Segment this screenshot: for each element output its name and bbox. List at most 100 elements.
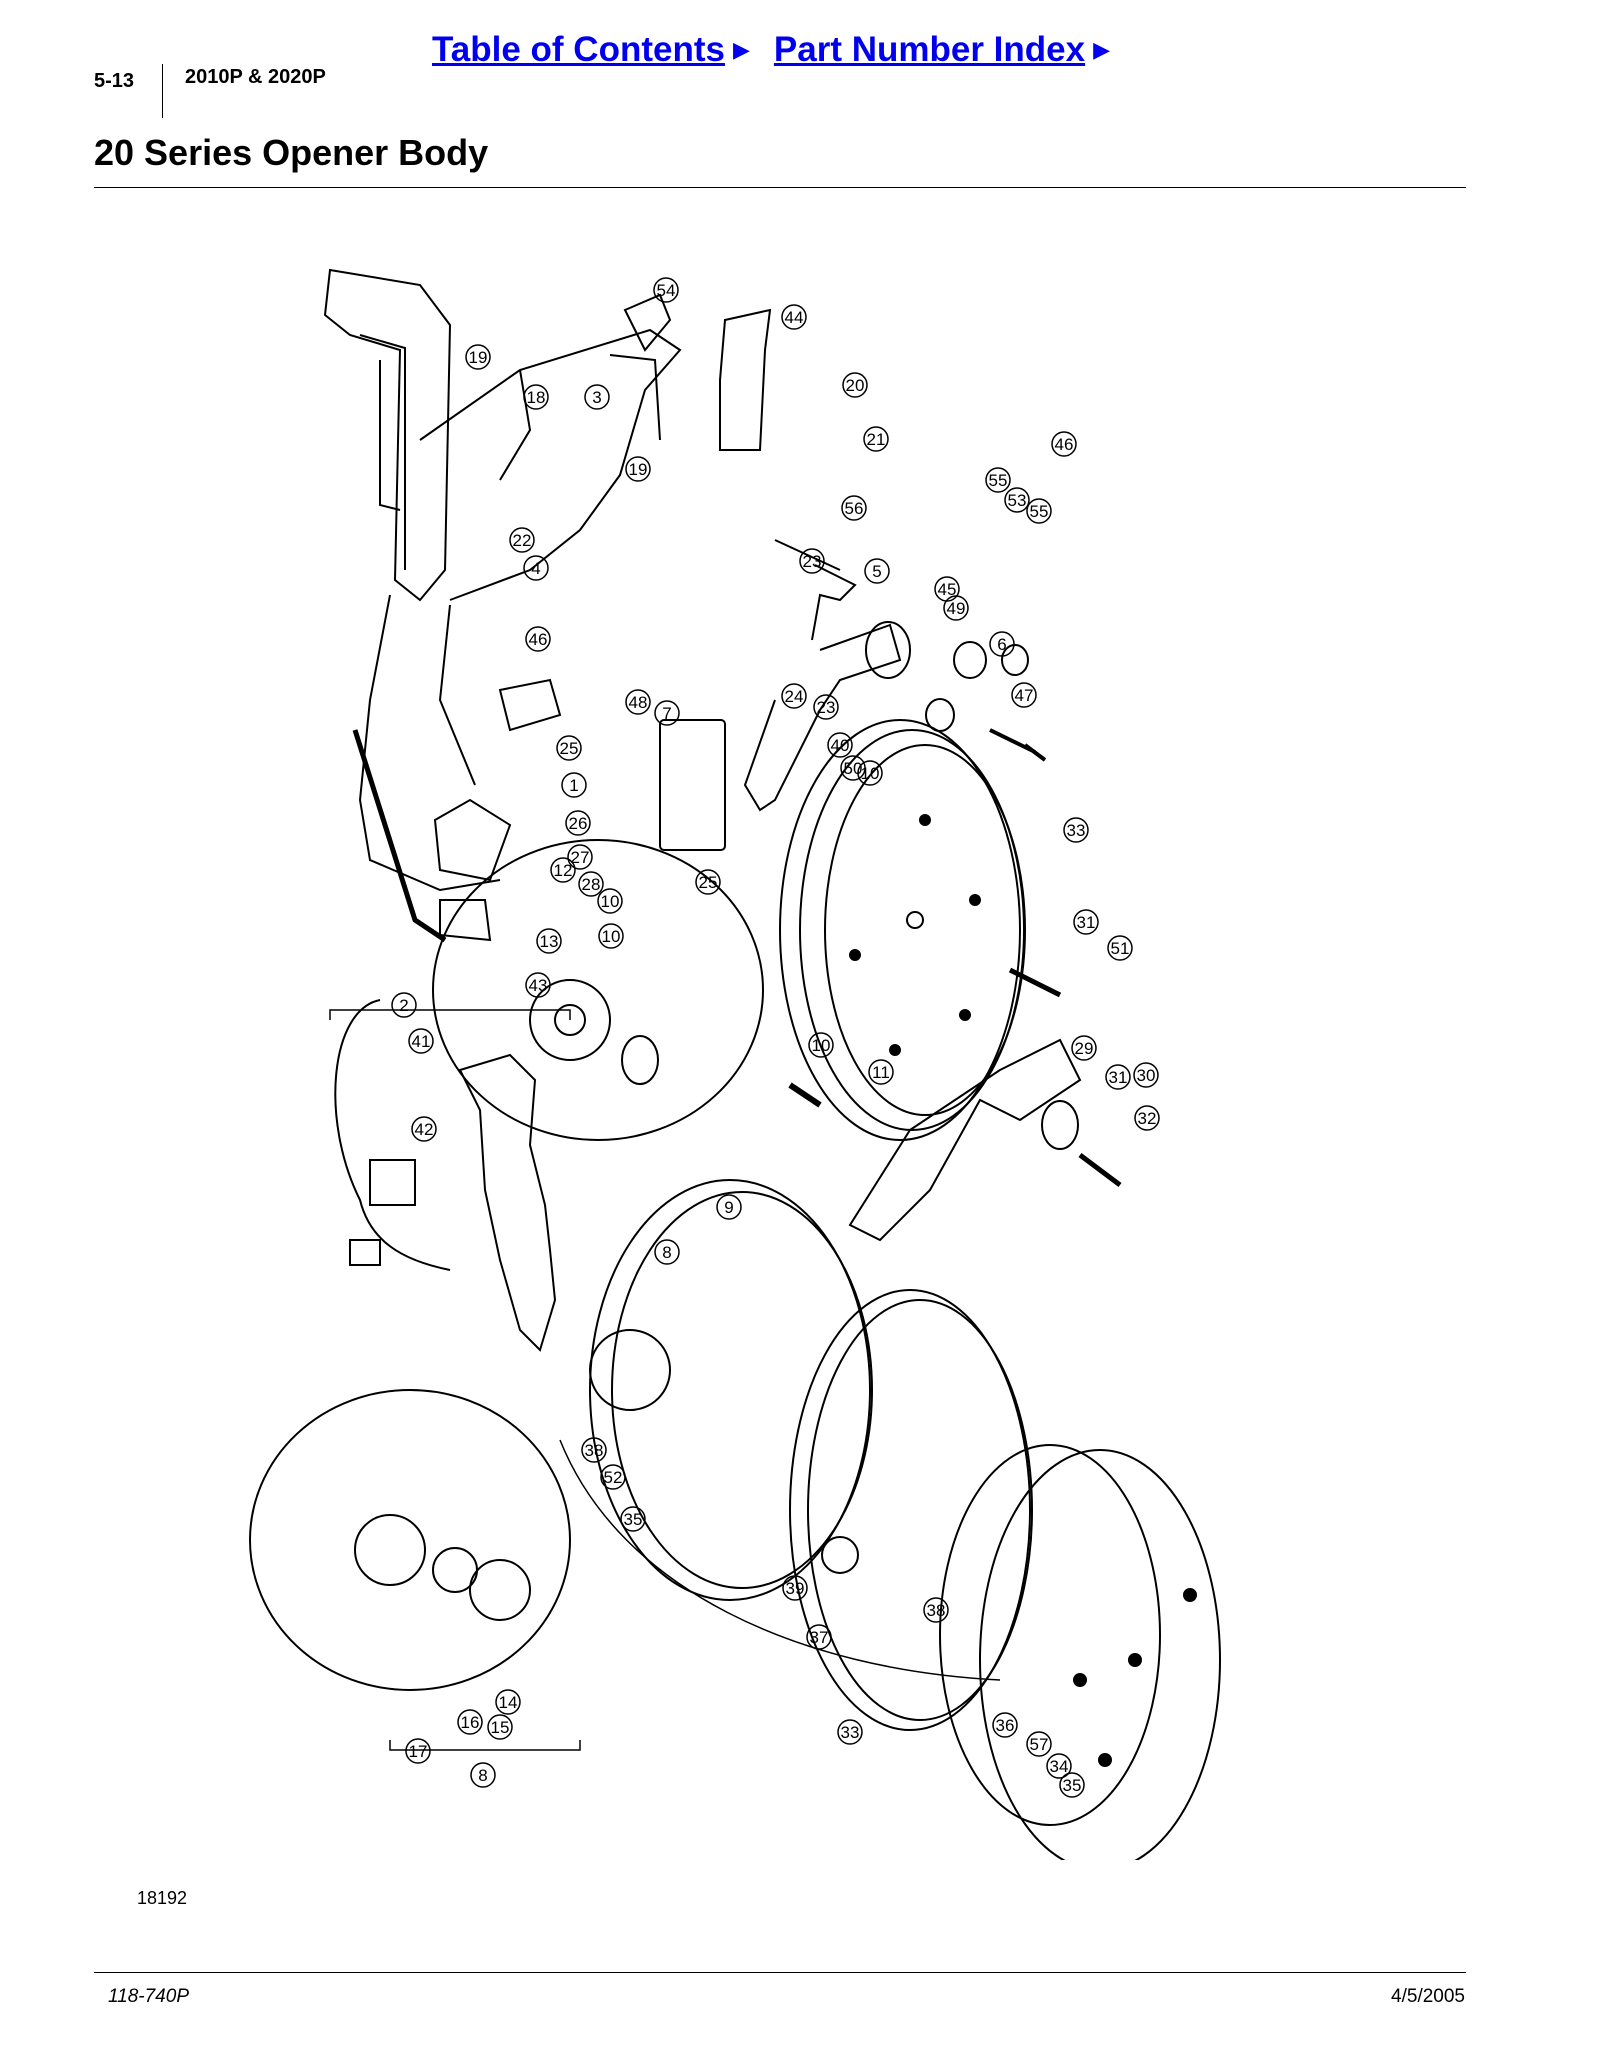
callout-circle [806, 1624, 832, 1650]
callout-number: 39 [786, 1579, 805, 1598]
arrow-right-icon: ▶ [1093, 37, 1111, 62]
callout-11: 11 [868, 1059, 894, 1085]
callout-circle [695, 869, 721, 895]
page-title: 20 Series Opener Body [94, 132, 489, 173]
callout-47: 47 [1011, 682, 1037, 708]
callout-14: 14 [495, 1689, 521, 1715]
model-label: 2010P & 2020P [185, 66, 326, 88]
callout-2: 2 [391, 992, 417, 1018]
callout-number: 31 [1109, 1068, 1128, 1087]
callout-circle [620, 1506, 646, 1532]
callout-circle [523, 555, 549, 581]
callout-13: 13 [536, 928, 562, 954]
callout-circle [1073, 909, 1099, 935]
callout-56: 56 [841, 495, 867, 521]
callout-35: 35 [1059, 1772, 1085, 1798]
callout-38: 38 [923, 1597, 949, 1623]
callout-19: 19 [625, 456, 651, 482]
callout-number: 23 [817, 698, 836, 717]
callout-10: 10 [597, 888, 623, 914]
callout-circle [1046, 1753, 1072, 1779]
callout-number: 38 [585, 1441, 604, 1460]
callout-circle [625, 689, 651, 715]
callout-number: 24 [785, 687, 804, 706]
callout-number: 8 [662, 1243, 671, 1262]
callout-15: 15 [487, 1714, 513, 1740]
callout-circle [600, 1464, 626, 1490]
callout-circle [561, 772, 587, 798]
callout-44: 44 [781, 304, 807, 330]
callout-55: 55 [1026, 498, 1052, 524]
callout-circle [1134, 1105, 1160, 1131]
callout-number: 45 [938, 580, 957, 599]
callout-number: 52 [604, 1468, 623, 1487]
callout-number: 26 [569, 814, 588, 833]
page-number: 5-13 [94, 70, 135, 92]
document-date: 4/5/2005 [1391, 1986, 1465, 2007]
callout-number: 49 [947, 599, 966, 618]
callout-42: 42 [411, 1116, 437, 1142]
callout-8: 8 [654, 1239, 680, 1265]
callout-circle [536, 928, 562, 954]
callout-circle [992, 1712, 1018, 1738]
callout-number: 6 [997, 635, 1006, 654]
callout-54: 54 [653, 277, 679, 303]
callout-circle [567, 844, 593, 870]
callout-number: 30 [1137, 1066, 1156, 1085]
callout-number: 27 [571, 848, 590, 867]
callout-number: 5 [872, 562, 881, 581]
callout-number: 47 [1015, 686, 1034, 705]
part-number-index-link[interactable]: Part Number Index [773, 30, 1086, 69]
callout-49: 49 [943, 595, 969, 621]
callout-number: 20 [846, 376, 865, 395]
callout-6: 6 [989, 631, 1015, 657]
callout-circle [864, 558, 890, 584]
callout-19: 19 [465, 344, 491, 370]
callout-number: 46 [529, 630, 548, 649]
callout-7: 7 [654, 700, 680, 726]
callout-5: 5 [864, 558, 890, 584]
callout-circle [840, 755, 866, 781]
callout-circle [1004, 487, 1030, 513]
callout-circle [837, 1719, 863, 1745]
callout-circle [781, 683, 807, 709]
callout-number: 57 [1030, 1735, 1049, 1754]
callout-number: 56 [845, 499, 864, 518]
callout-43: 43 [525, 972, 551, 998]
callout-circle [808, 1032, 834, 1058]
callout-9: 9 [716, 1194, 742, 1220]
callout-1: 1 [561, 772, 587, 798]
callout-number: 31 [1077, 913, 1096, 932]
callout-circle [405, 1738, 431, 1764]
callout-number: 34 [1050, 1757, 1069, 1776]
callout-circle [625, 456, 651, 482]
callout-12: 12 [550, 857, 576, 883]
callout-number: 32 [1138, 1109, 1157, 1128]
callout-34: 34 [1046, 1753, 1072, 1779]
callout-circle [550, 857, 576, 883]
callout-37: 37 [806, 1624, 832, 1650]
callout-circle [781, 304, 807, 330]
callout-circle [1107, 935, 1133, 961]
callout-number: 33 [1067, 821, 1086, 840]
callout-number: 48 [629, 693, 648, 712]
document-number: 118-740P [108, 1986, 189, 2007]
callout-circle [581, 1437, 607, 1463]
callout-number: 8 [478, 1766, 487, 1785]
callout-number: 9 [724, 1198, 733, 1217]
callout-10: 10 [598, 923, 624, 949]
callout-circle [716, 1194, 742, 1220]
callout-40: 40 [827, 732, 853, 758]
callout-circle [1026, 1731, 1052, 1757]
callout-number: 44 [785, 308, 804, 327]
callout-number: 19 [629, 460, 648, 479]
nav-links: Table of Contents▶Part Number Index▶ [432, 30, 1134, 70]
callout-52: 52 [600, 1464, 626, 1490]
callout-25: 25 [695, 869, 721, 895]
callout-circle [525, 626, 551, 652]
callout-16: 16 [457, 1709, 483, 1735]
table-of-contents-link[interactable]: Table of Contents [432, 30, 725, 69]
callout-number: 41 [412, 1032, 431, 1051]
callout-circle [654, 1239, 680, 1265]
callout-23: 23 [799, 548, 825, 574]
